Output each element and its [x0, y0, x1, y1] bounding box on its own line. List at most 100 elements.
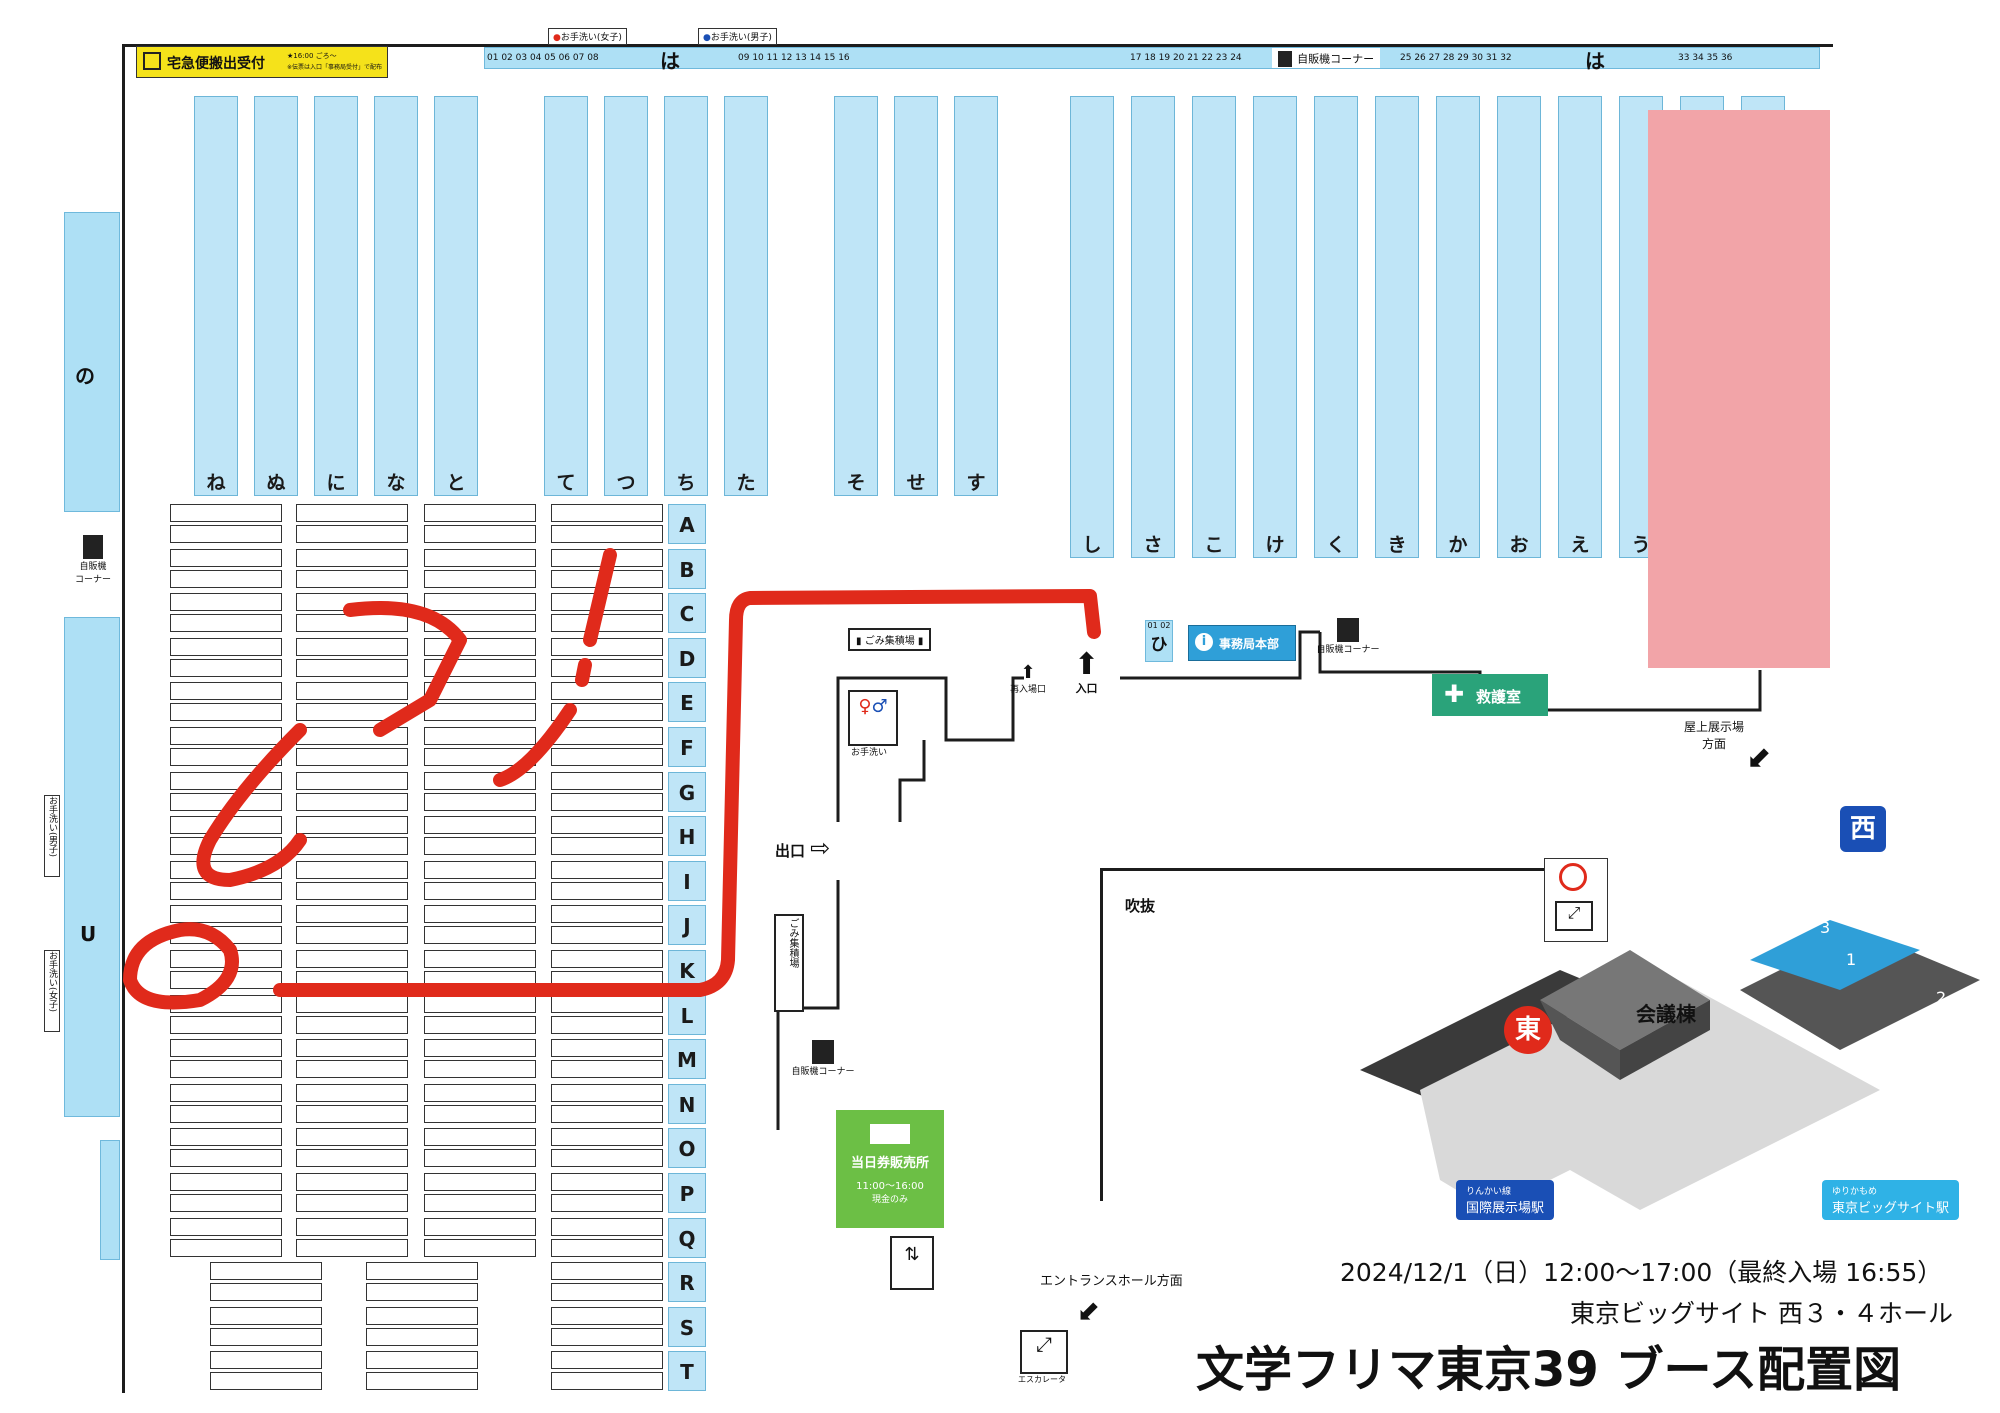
booth-seat-row	[551, 703, 663, 722]
booth-seat-row	[170, 593, 282, 612]
top-booth-nums-b: 09 10 11 12 13 14 15 16	[738, 53, 850, 63]
booth-seat-row	[170, 1083, 282, 1102]
booth-seat-row	[551, 1039, 663, 1058]
escalator-no-entry: ⤢	[1544, 858, 1608, 942]
top-row-label-left: は	[660, 49, 680, 73]
booth-seat-row	[210, 1372, 322, 1391]
row-label: D	[678, 646, 696, 671]
booth-seat-row	[296, 1015, 408, 1034]
booth-seat-row	[551, 614, 663, 633]
booth-seat-row	[551, 905, 663, 924]
booth-seat-row	[551, 1015, 663, 1034]
booth-seat-row	[424, 525, 536, 543]
block-label: し	[1082, 534, 1102, 556]
booth-seat-row	[296, 905, 408, 924]
vending-center-top: 自販機コーナー	[1306, 618, 1390, 655]
elevator: ⇅	[890, 1236, 934, 1290]
block-label: た	[736, 472, 756, 494]
booth-seat-row	[296, 1217, 408, 1236]
map-title: 文学フリマ東京39 ブース配置図	[1196, 1342, 1902, 1398]
booth-seat-row	[296, 637, 408, 656]
booth-seat-row	[551, 1351, 663, 1370]
booth-block	[1497, 96, 1541, 558]
vending-center-bottom: 自販機コーナー	[778, 1040, 868, 1077]
row-label-box	[668, 1039, 706, 1080]
booth-seat-row	[170, 1060, 282, 1079]
restroom-icon: ♂	[871, 696, 888, 717]
booth-block	[1436, 96, 1480, 558]
left-wall-label-no: の	[75, 364, 95, 388]
arrow-up-icon: ⬆	[1020, 662, 1036, 683]
booth-seat-row	[296, 1194, 408, 1212]
hall-num-2: 2	[1936, 988, 1947, 1007]
reading-corner	[1648, 110, 1830, 668]
booth-block	[894, 96, 938, 496]
booth-block	[1131, 96, 1175, 558]
booth-seat-row	[551, 1217, 663, 1236]
row-label: R	[679, 1271, 695, 1296]
booth-seat-row	[551, 1104, 663, 1123]
exit-marker: 出口 ⇨	[775, 834, 831, 862]
booth-seat-row	[170, 658, 282, 677]
row-label-box	[668, 504, 706, 544]
restroom-male-left: お手洗い(男子)	[44, 795, 60, 877]
booth-seat-row	[424, 1039, 536, 1058]
vending-top: 自販機コーナー	[1272, 48, 1381, 68]
booth-seat-row	[424, 727, 536, 745]
first-aid-room: ✚ 救護室	[1432, 674, 1548, 716]
booth-seat-row	[424, 548, 536, 567]
female-icon: ●	[553, 33, 561, 43]
booth-seat-row	[551, 682, 663, 701]
row-label: S	[679, 1315, 695, 1340]
vending-machine-icon	[83, 535, 103, 559]
block-label: に	[326, 472, 346, 494]
booth-seat-row	[296, 926, 408, 945]
block-label: き	[1387, 534, 1407, 556]
row-label: G	[678, 780, 696, 805]
booth-seat-row	[424, 1217, 536, 1236]
booth-seat-row	[424, 926, 536, 945]
booth-seat-row	[366, 1283, 478, 1302]
row-label: B	[679, 557, 695, 582]
booth-seat-row	[170, 548, 282, 567]
booth-seat-row	[296, 1083, 408, 1102]
booth-block	[1558, 96, 1602, 558]
block-label: か	[1448, 534, 1468, 556]
booth-seat-row	[296, 881, 408, 900]
row-label-box	[668, 771, 706, 812]
block-label: け	[1265, 534, 1285, 556]
row-label: E	[680, 691, 694, 716]
row-label-box	[668, 548, 706, 589]
booth-seat-row	[551, 1327, 663, 1346]
block-label: て	[556, 472, 576, 494]
block-label: す	[966, 472, 986, 494]
booth-seat-row	[170, 727, 282, 745]
booth-seat-row	[551, 1083, 663, 1102]
trash-icon: ▮	[917, 636, 924, 647]
garbage-area-vertical: ごみ集積場	[774, 914, 804, 1012]
garbage-area-top: ▮ ごみ集積場 ▮	[848, 628, 932, 651]
row-label: M	[677, 1048, 697, 1073]
row-label: O	[678, 1137, 696, 1162]
booth-seat-row	[551, 637, 663, 656]
block-label: ち	[676, 472, 696, 494]
booth-block	[1192, 96, 1236, 558]
booth-seat-row	[170, 1104, 282, 1123]
row-label: F	[680, 736, 694, 760]
booth-seat-row	[210, 1327, 322, 1346]
booth-seat-row	[296, 771, 408, 790]
booth-seat-row	[296, 658, 408, 677]
plaza-shape	[1420, 970, 1880, 1210]
block-label: つ	[616, 472, 636, 494]
booth-block	[954, 96, 998, 496]
top-row-label-right: は	[1585, 49, 1605, 73]
booth-seat-row	[170, 1173, 282, 1191]
row-label: I	[683, 869, 691, 894]
booth-seat-row	[170, 1238, 282, 1257]
booth-seat-row	[170, 1194, 282, 1212]
vending-machine-icon	[812, 1040, 834, 1064]
block-label: せ	[906, 472, 926, 494]
elevator-icon: ⇅	[904, 1244, 920, 1265]
booth-block	[604, 96, 648, 496]
booth-seat-row	[296, 860, 408, 879]
